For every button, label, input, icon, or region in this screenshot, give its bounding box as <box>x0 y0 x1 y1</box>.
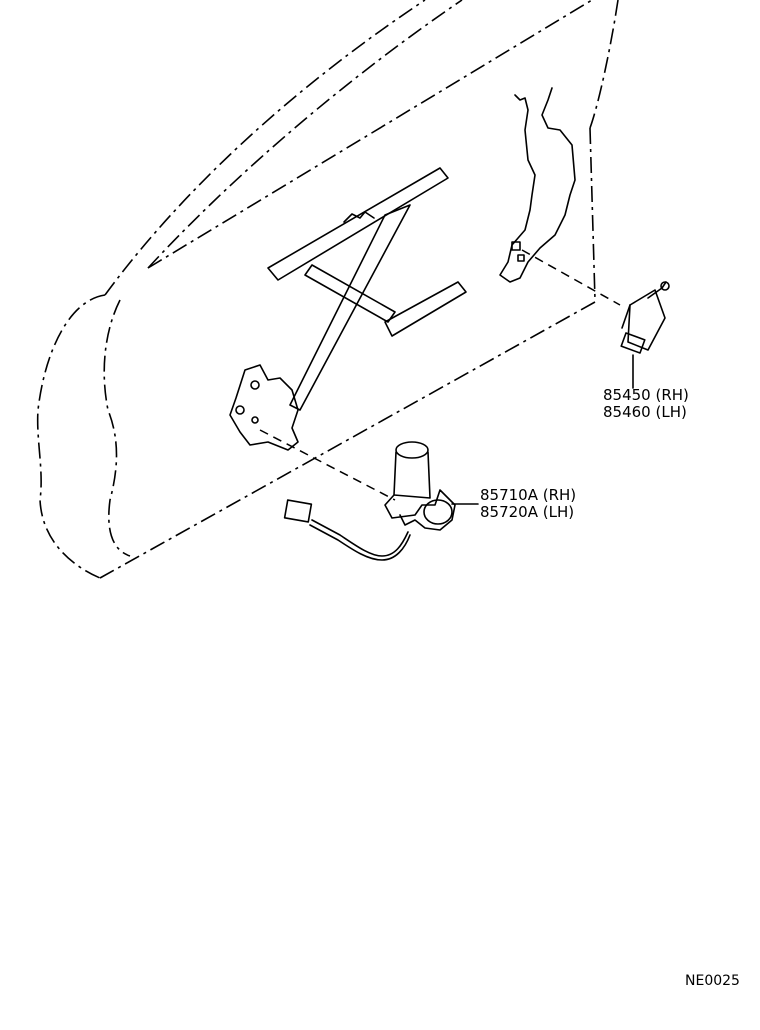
motor-part-number-rh: 85710A (RH) <box>480 486 576 504</box>
switch-part-number-lh: 85460 (LH) <box>603 403 687 421</box>
window-regulator <box>229 167 467 451</box>
motor-part-number-lh: 85720A (LH) <box>480 503 574 521</box>
regulator-motor <box>259 429 479 561</box>
diagram-code: NE0025 <box>685 973 740 989</box>
switch-part-number-rh: 85450 (RH) <box>603 386 689 404</box>
lock-bracket <box>499 87 576 283</box>
door-outline <box>36 0 619 579</box>
window-switch <box>521 249 670 389</box>
